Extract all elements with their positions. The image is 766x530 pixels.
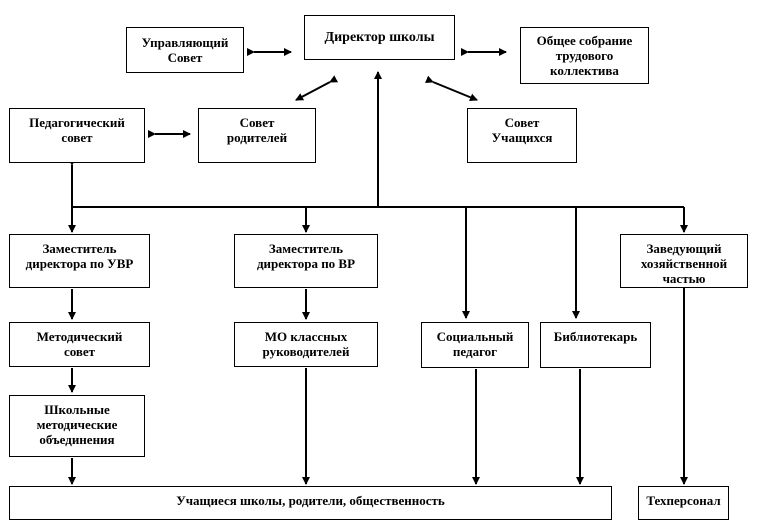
box-director: Директор школы [304,15,455,60]
arrow-director-parents [295,75,339,101]
box-deputy-vr: Заместитель директора по ВР [234,234,378,288]
box-deputy-uvr: Заместитель директора по УВР [9,234,150,288]
box-label: Заведующий хозяйственной частью [640,241,728,286]
box-governing-council: Управляющий Совет [126,27,244,73]
box-school-method-associations: Школьные методические объединения [9,395,145,457]
box-general-meeting: Общее собрание трудового коллектива [520,27,649,84]
box-label: Управляющий Совет [141,35,229,65]
box-parents-council: Совет родителей [198,108,316,163]
box-students-parents-public: Учащиеся школы, родители, общественность [9,486,612,520]
box-librarian: Библиотекарь [540,322,651,368]
box-label: Общее собрание трудового коллектива [536,33,633,78]
box-label: Методический совет [36,329,123,359]
box-social-pedagogue: Социальный педагог [421,322,529,368]
box-methodical-council: Методический совет [9,322,150,367]
arrow-director-students [425,75,478,102]
box-label: Библиотекарь [553,329,638,344]
box-pedagogical-council: Педагогический совет [9,108,145,163]
box-label: Школьные методические объединения [36,402,118,447]
box-label: Заместитель директора по ВР [256,241,356,271]
box-mo-class-leaders: МО классных руководителей [234,322,378,367]
box-head-economic: Заведующий хозяйственной частью [620,234,748,288]
box-label: Совет Учащихся [491,115,553,145]
box-tech-staff: Техперсонал [638,486,729,520]
box-label: Директор школы [324,30,435,45]
box-students-council: Совет Учащихся [467,108,577,163]
box-label: Педагогический совет [29,115,125,145]
box-label: Учащиеся школы, родители, общественность [176,493,445,508]
box-label: Заместитель директора по УВР [25,241,134,271]
box-label: Совет родителей [226,115,288,145]
box-label: Техперсонал [646,493,721,508]
box-label: Социальный педагог [436,329,514,359]
box-label: МО классных руководителей [262,329,350,359]
